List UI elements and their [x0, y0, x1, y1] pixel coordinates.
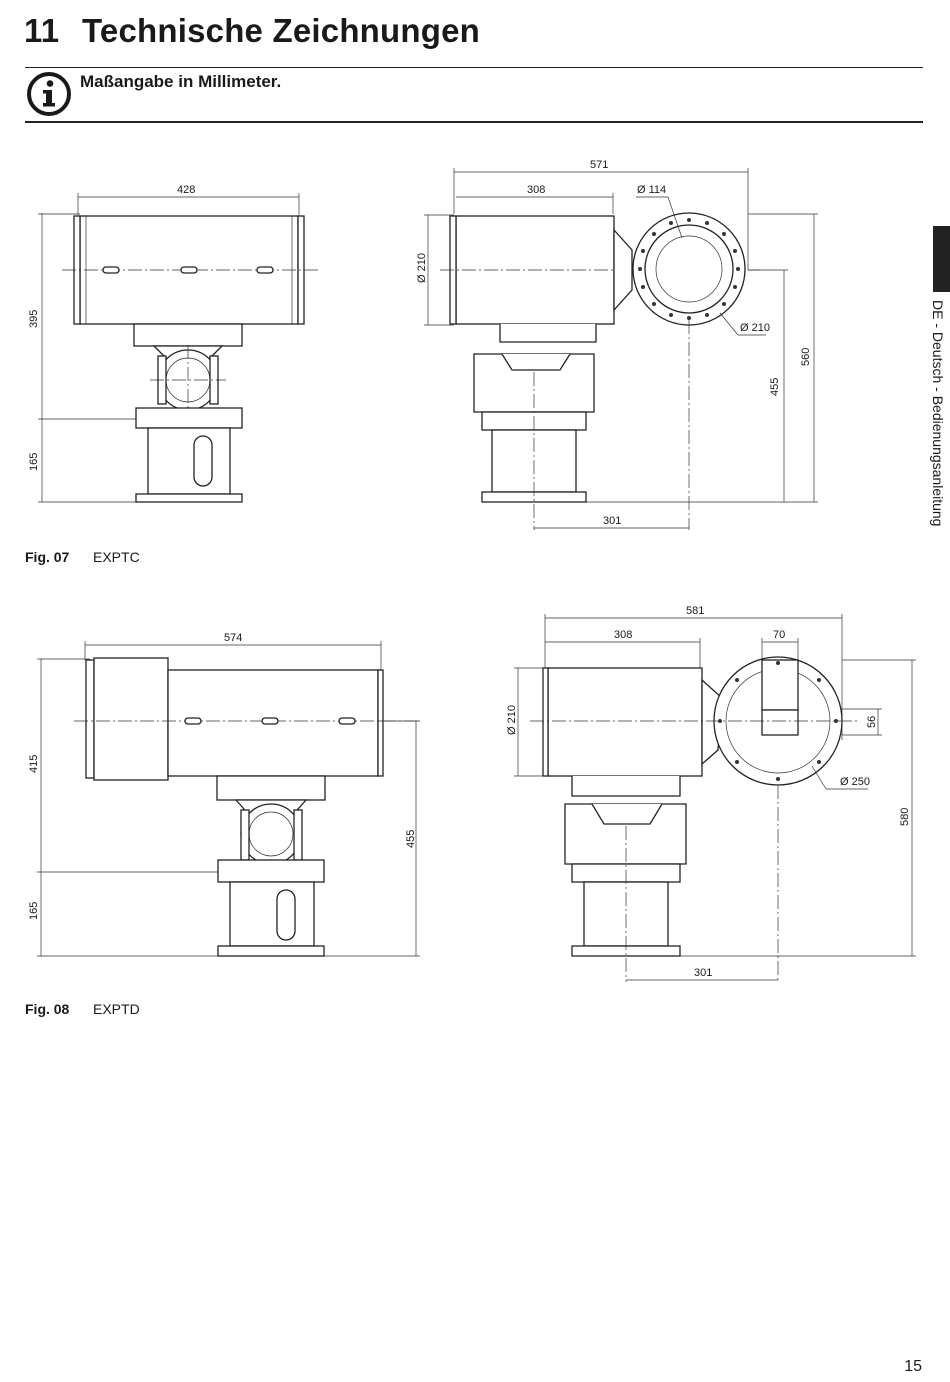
language-side-label: DE - Deutsch - Bedienungsanleitung: [930, 300, 946, 527]
section-title: Technische Zeichnungen: [82, 12, 481, 49]
fig07-dim-depth-axis: 301: [603, 515, 621, 527]
title-rule: [25, 67, 923, 68]
fig07-number: Fig. 07: [25, 549, 70, 565]
fig07-caption: Fig. 07 EXPTC: [25, 549, 140, 565]
fig07-front-view: [38, 193, 318, 503]
fig07-dim-total-width-side: 571: [590, 159, 608, 171]
fig07-dim-diameter-flange: Ø 210: [740, 322, 770, 334]
fig08-dim-height-total: 580: [899, 808, 911, 826]
fig08-front-view: [37, 641, 420, 957]
fig08-number: Fig. 08: [25, 1001, 70, 1017]
fig08-dim-width-side: 308: [614, 629, 632, 641]
fig07-dim-height-upper: 395: [28, 310, 40, 328]
fig07-dim-height-lower: 165: [28, 453, 40, 471]
fig08-dim-diameter-housing: Ø 210: [506, 705, 518, 735]
fig07-model: EXPTC: [93, 549, 140, 565]
fig08-side-view: [514, 614, 916, 982]
fig07-dim-height-total: 560: [800, 348, 812, 366]
fig07-dim-height-axis: 455: [769, 378, 781, 396]
fig08-dim-offset-side: 56: [866, 716, 878, 728]
fig08-dim-depth-axis: 301: [694, 967, 712, 979]
fig08-dim-height-upper: 415: [28, 755, 40, 773]
note-rule: [25, 121, 923, 123]
page-title: 11 Technische Zeichnungen: [24, 12, 480, 50]
fig07-dim-diameter-housing: Ø 210: [416, 253, 428, 283]
section-number: 11: [24, 12, 60, 49]
fig08-dim-width-front: 574: [224, 632, 242, 644]
info-circle-icon: [27, 72, 71, 116]
fig08-dim-height-lower: 165: [28, 902, 40, 920]
fig07-dim-diameter-window: Ø 114: [637, 184, 666, 196]
fig08-dim-height-axis-front: 455: [405, 830, 417, 848]
language-tab-marker: [933, 226, 950, 292]
unit-note: Maßangabe in Millimeter.: [80, 72, 282, 91]
fig08-caption: Fig. 08 EXPTD: [25, 1001, 140, 1017]
fig08-dim-diameter-flange: Ø 250: [840, 776, 870, 788]
fig08-dim-offset-top: 70: [773, 629, 785, 641]
fig07-dim-width-front: 428: [177, 184, 195, 196]
fig08-dim-total-width-side: 581: [686, 605, 704, 617]
fig08-model: EXPTD: [93, 1001, 140, 1017]
page-number: 15: [904, 1358, 922, 1375]
fig07-side-view: [424, 168, 818, 530]
fig07-dim-width-side: 308: [527, 184, 545, 196]
